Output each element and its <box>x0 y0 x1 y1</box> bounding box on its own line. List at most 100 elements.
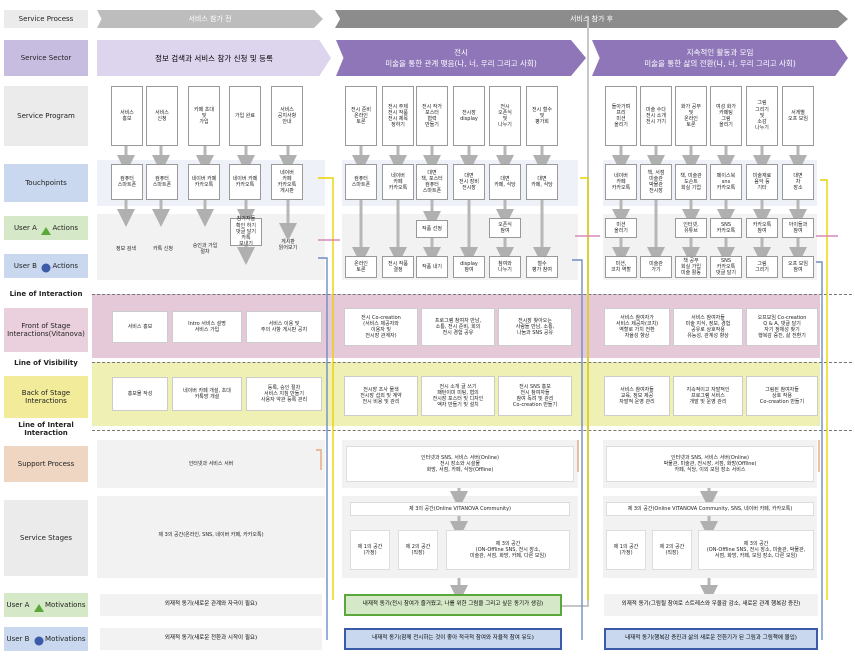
front-item: 서비스 참여자가 서비스 제공자(코치) 역할로 가치 전환 자율성 향상 <box>604 308 670 346</box>
back-stage-label: Back of Stage Interactions <box>4 376 88 418</box>
front-item: 서비스 홍보 <box>112 311 168 343</box>
touchpoint-item: 대면 책, 포스터 컴퓨터 스마트폰 <box>416 164 448 200</box>
back-item: 그림된 참여자들 상호 작용 Co-creation 만들기 <box>746 376 818 416</box>
motiv-a-left: 외재적 동기(새로운 관계와 자극이 필요) <box>100 594 322 616</box>
program-item: 서비스 홍보 <box>111 86 143 146</box>
after-arrow: 서비스 참가 후 <box>335 10 848 28</box>
program-item: 미술 수다 전시 소개 전시 가기 <box>640 86 672 146</box>
program-item: 전시 철수 및 평가회 <box>526 86 558 146</box>
touchpoint-item: 대면 전시 장비 전시장 <box>453 164 485 200</box>
motiv-b-right: 내재적 동기(행복감 증진과 삶의 새로운 전환기가 된 그림과 그림책에 몰입… <box>604 628 818 650</box>
touchpoint-item: 미술재료 음악 등 기타 <box>746 164 778 200</box>
action-a-item: 오픈식 참여 <box>489 218 521 238</box>
service-process-label: Service Process <box>4 10 88 28</box>
service-stages-label: Service Stages <box>4 500 88 576</box>
stage-right-c: 제 3의 공간 (ON-Offline SNS, 전시 장소, 미술관, 박물관… <box>698 530 814 570</box>
program-item: 돌아가며 프리 미션 올리기 <box>605 86 637 146</box>
front-item: 오프모임 Co-creation Q & A, 댓글 달기 자기 정체성 찾기 … <box>746 308 818 346</box>
program-item: 전시 오픈식 및 나누기 <box>489 86 521 146</box>
touchpoints-label: Touchpoints <box>4 164 88 202</box>
program-item: 서비스 공지사항 안내 <box>271 86 303 146</box>
support-item: 인터넷과 SNS, 서비스 서버(Online) 전시 장소와 시설물 화방, … <box>346 446 574 482</box>
front-item: 프로그램 참여자 만남, 소통, 전시 준비, 회의 전시 경험 공유 <box>421 308 495 346</box>
visibility-line <box>92 362 852 363</box>
sector-continuous-sub: 미술을 통한 삶의 전환(나, 너, 우리 그리고 사회) <box>644 59 796 68</box>
action-a-item: 미션 올리기 <box>605 218 637 238</box>
before-label: 서비스 참가 전 <box>188 15 232 23</box>
program-item: 서게별 오프 모임 <box>782 86 814 146</box>
action-b-item: 승인과 가입 절차 <box>192 242 218 255</box>
after-label: 서비스 참가 후 <box>569 15 614 23</box>
user-a-motiv-icon <box>34 597 44 612</box>
sector-search: 정보 검색과 서비스 참가 신청 및 등록 <box>97 40 331 76</box>
support-item: 인터넷과 SNS, 서비스 서버(Online) 박물관, 미술관, 전시장, … <box>606 446 814 482</box>
user-b-motiv-label: User B Motivations <box>4 627 88 651</box>
touchpoint-item: 대면 카페, 식당 <box>489 164 521 200</box>
line-internal-label: Line of Interal Interaction <box>18 420 74 437</box>
front-item: 서비스 이용 및 주의 사항 게시판 공지 <box>246 311 322 343</box>
action-a-item: 참가자들 확인 하기 댓글 달기 카톡 보내기 <box>230 216 262 247</box>
stage-mid-c: 제 3의 공간 (ON-Offline SNS, 전시 장소, 미술관, 서점,… <box>446 530 570 570</box>
user-b-motiv-icon <box>34 631 44 646</box>
user-a-motiv-label: User A Motivations <box>4 593 88 617</box>
action-b-item: 참여와 나누기 <box>489 256 521 278</box>
stage-mid-b: 제 2의 공간 (직장) <box>398 530 438 570</box>
user-a-icon <box>41 220 51 235</box>
program-item: 그림 그리기 및 소감 나누기 <box>746 86 778 146</box>
front-stage-label: Front of Stage Interactions(Vitanova) <box>4 308 88 352</box>
action-a-item: 인터넷, 유튜브 <box>675 218 707 238</box>
line-visibility-label: Line of Visibility <box>14 358 78 367</box>
stage-right-top: 제 3의 공간(Online VITANOVA Community, SNS, … <box>606 502 814 516</box>
sector-search-text: 정보 검색과 서비스 참가 신청 및 등록 <box>155 53 273 63</box>
action-b-item: 미션, 코치 역할 <box>605 256 637 278</box>
program-item: 화가 공부 및 온라인 토론 <box>675 86 707 146</box>
action-b-item: 게시판 읽어보기 <box>278 238 298 251</box>
touchpoint-item: 네이버 카페 카카오톡 게시판 <box>271 164 303 200</box>
action-b-item: 카톡 신청 <box>153 245 173 252</box>
touchpoint-item: 컴퓨터 스마트폰 <box>345 164 377 200</box>
front-item: 전시 Co-creation (서비스 제공자와 이용자 및 전시장 관계자) <box>344 308 418 346</box>
back-item: 전시장 조사 물색 전시장 섭외 및 계약 전시 비용 및 관리 <box>344 376 418 416</box>
back-item: 지속적이고 자발적인 프로그램 서비스 개발 및 운영 관리 <box>673 376 743 416</box>
action-b-item: 정보 검색 <box>116 245 136 252</box>
program-item: 서비스 신청 <box>146 86 178 146</box>
touchpoint-item: 네이버 카페 카카오톡 <box>188 164 220 200</box>
action-a-item: 작품 선정 <box>416 220 448 238</box>
motiv-b-mid: 내재적 동기(함께 전시하는 것이 좋아 적극적 참여와 자율적 참여 유도) <box>344 628 562 650</box>
user-b-icon <box>41 258 51 273</box>
back-item: 전시 소개 글 쓰기 패턴이미 미팅, 협의 전시장 포스터 및 디자인 액자 … <box>421 376 495 416</box>
program-item: 전시 작가 포스터 협력 만들기 <box>416 86 448 146</box>
back-item: 전시 SNS 홍보 전시 참여자들 참여 독려 및 관리 Co-creation… <box>498 376 572 416</box>
sector-exhibition-sub: 미술을 통한 관계 맺음(나, 너, 우리 그리고 사회) <box>385 59 537 68</box>
front-item: Intro 서비스 설명 서비스 가입 <box>172 311 242 343</box>
touchpoint-item: 대면 카페, 식당 <box>526 164 558 200</box>
touchpoint-item: 책, 서점 미술관 박물관 전시장 <box>640 164 672 200</box>
touchpoint-item: 네이버 카페 카카오톡 <box>229 164 261 200</box>
action-b-item: 온라인 토론 <box>345 256 377 278</box>
stage-mid-top: 제 3의 공간(Online VITANOVA Community) <box>350 502 570 516</box>
line-interaction-label: Line of Interaction <box>9 289 83 298</box>
sector-continuous-title: 지속적인 활동과 모임 <box>686 48 754 57</box>
sector-exhibition-title: 전시 <box>454 48 468 57</box>
service-program-label: Service Program <box>4 86 88 146</box>
action-b-item: 전시 작품 결정 <box>382 256 414 278</box>
stage-right-a: 제 1의 공간 (가정) <box>606 530 646 570</box>
motiv-a-mid: 내재적 동기(전시 참여가 즐거웠고, 나를 위한 그림을 그리고 싶은 동기가… <box>344 594 562 616</box>
support-band-1 <box>97 440 325 488</box>
motiv-a-right: 외재적 동기(그림될 참여로 스트레스와 우울감 감소, 새로운 관계 행복감 … <box>604 594 818 616</box>
stage-left: 제 3의 공간(온라인, SNS, 네이버 카페, 카카오톡) <box>158 531 264 538</box>
action-b-item: 오프 모임 참여 <box>782 256 814 278</box>
touchpoint-item: 페이스북 sns 카카오톡 <box>710 164 742 200</box>
program-item: 여성 화가 카페팅 그림 올리기 <box>710 86 742 146</box>
back-item: 서비스 참여자들 교육, 정보 제공 자발적 운영 관리 <box>604 376 670 416</box>
touchpoint-item: 대면 차 장소 <box>782 164 814 200</box>
action-b-item: 그림 그리기 <box>746 256 778 278</box>
action-a-item: 카카오톡 참여 <box>746 218 778 238</box>
program-item: 전시 준비 온라인 토론 <box>345 86 377 146</box>
program-item: 카페 초대 및 가입 <box>188 86 220 146</box>
stages-band-1 <box>97 496 325 578</box>
back-item: 네이버 카페 개설, 초대 카톡방 개설 <box>172 377 242 411</box>
